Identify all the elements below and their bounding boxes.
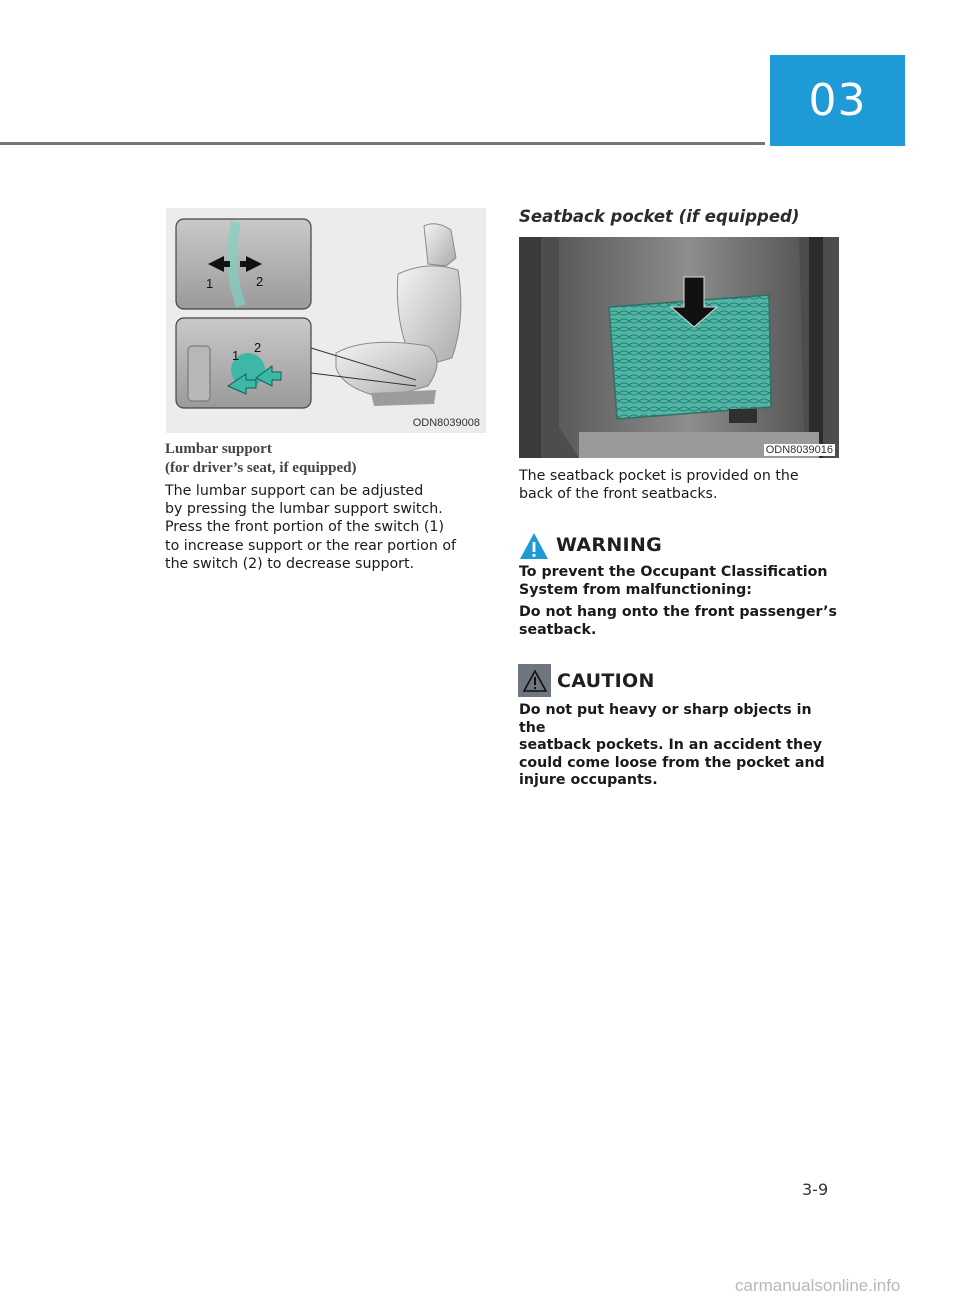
warning-paragraph: Do not hang onto the front passenger’s s…: [519, 604, 841, 639]
caution-line: could come loose from the pocket and: [519, 754, 825, 771]
caution-paragraph: Do not put heavy or sharp objects in the…: [519, 702, 841, 790]
warning-label: WARNING: [556, 533, 663, 556]
warning-heading: WARNING: [518, 528, 662, 561]
lumbar-support-heading: Lumbar support (for driver’s seat, if eq…: [165, 440, 485, 478]
caution-heading: CAUTION: [518, 664, 655, 697]
warning-line: Do not hang onto the front passenger’s: [519, 604, 837, 620]
caution-text: Do not put heavy or sharp objects in the…: [519, 702, 841, 795]
body-line: by pressing the lumbar support switch.: [165, 501, 443, 518]
lumbar-support-body: The lumbar support can be adjusted by pr…: [165, 482, 490, 573]
caution-label: CAUTION: [557, 669, 655, 692]
warning-paragraph: To prevent the Occupant Classification S…: [519, 564, 841, 599]
warning-line: System from malfunctioning:: [519, 581, 752, 598]
heading-line: (for driver’s seat, if equipped): [165, 460, 357, 476]
bottom-callout-1: 1: [232, 348, 239, 363]
caution-triangle-icon: [518, 664, 551, 697]
top-callout-2: 2: [256, 274, 263, 289]
section-title: Seatback pocket (if equipped): [519, 207, 800, 226]
header-rule: [0, 142, 765, 145]
caution-line: seatback pockets. In an accident they: [519, 737, 823, 753]
heading-line: Lumbar support: [165, 441, 272, 457]
bottom-callout-2: 2: [254, 340, 261, 355]
lumbar-support-figure: 1 2 1 2 ODN8039008: [166, 208, 486, 433]
chapter-number: 03: [808, 75, 867, 126]
seatback-pocket-figure: ODN8039016: [519, 237, 839, 458]
caution-line: injure occupants.: [519, 772, 658, 788]
body-line: back of the front seatbacks.: [519, 486, 718, 503]
page-number: 3-9: [802, 1180, 829, 1199]
caution-line: Do not put heavy or sharp objects in the: [519, 702, 812, 736]
watermark[interactable]: carmanualsonline.info: [735, 1276, 901, 1295]
body-line: The seatback pocket is provided on the: [519, 468, 799, 484]
seatback-pocket-body: The seatback pocket is provided on the b…: [519, 467, 844, 503]
body-line: The lumbar support can be adjusted: [165, 483, 424, 499]
figure-code: ODN8039008: [412, 417, 480, 429]
warning-triangle-icon: [518, 528, 550, 561]
figure-code: ODN8039016: [763, 444, 835, 456]
body-line: the switch (2) to decrease support.: [165, 555, 415, 572]
body-line: to increase support or the rear portion …: [165, 537, 457, 554]
lumbar-seat-illustration: 1 2 1 2: [175, 218, 462, 409]
top-callout-1: 1: [206, 276, 213, 291]
warning-line: To prevent the Occupant Classification: [519, 564, 828, 580]
warning-text: To prevent the Occupant Classification S…: [519, 564, 841, 644]
warning-line: seatback.: [519, 621, 597, 638]
seatback-illustration: [519, 237, 839, 458]
chapter-tab: 03: [770, 55, 905, 146]
body-line: Press the front portion of the switch (1…: [165, 519, 444, 536]
